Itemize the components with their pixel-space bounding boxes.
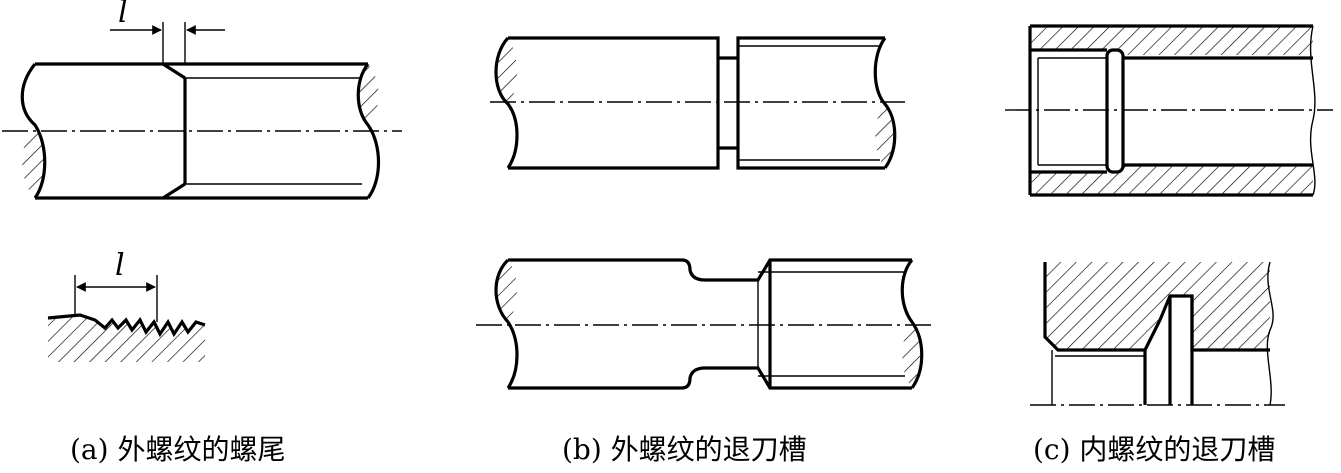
wall-hatch-bottom: [1030, 165, 1313, 195]
bore-top: [1030, 48, 1313, 60]
dimension-label-profile: l: [115, 248, 125, 283]
detail-hatch-c2: [1045, 262, 1270, 350]
break-hatch-a-left: [22, 125, 45, 198]
wall-hatch-top: [1030, 26, 1313, 55]
break-line-b1-right: [873, 37, 897, 169]
figure-a-thread-runout: l l: [2, 0, 402, 362]
break-line-b2-right: [900, 258, 924, 389]
caption-a: (a) 外螺纹的螺尾: [70, 433, 286, 466]
break-line-c1: [1309, 25, 1316, 196]
break-hatch-b1-left: [496, 38, 517, 104]
caption-c: (c) 内螺纹的退刀槽: [1033, 433, 1276, 466]
caption-b: (b) 外螺纹的退刀槽: [562, 433, 807, 466]
chamfer-top: [162, 62, 186, 80]
break-hatch-b2-right: [902, 322, 922, 388]
undercut-groove: [1105, 48, 1125, 174]
bore-bottom: [1030, 163, 1313, 174]
dimension-label-top: l: [118, 0, 128, 30]
break-line-b1-left: [494, 36, 519, 169]
figure-c-internal-undercut: [1005, 24, 1333, 406]
break-hatch-b2-left: [496, 260, 517, 322]
shaft-b1-left-body: [508, 36, 720, 170]
undercut-b1: [718, 56, 738, 150]
break-line-a-right: [356, 62, 381, 199]
break-line-c2: [1266, 261, 1274, 406]
break-line-b2-left: [494, 258, 519, 389]
figure-b-thread-undercut: [476, 36, 932, 390]
shaft-b2-outline: [508, 258, 912, 390]
break-hatch-a-right: [358, 64, 379, 125]
break-line-a-left: [20, 62, 47, 199]
break-hatch-b1-right: [875, 104, 895, 168]
shaft-b1-right-body: [736, 36, 885, 170]
chamfer-bottom: [162, 182, 186, 200]
drawing-canvas: l l: [2, 0, 1333, 406]
thread-profile: [47, 313, 206, 338]
